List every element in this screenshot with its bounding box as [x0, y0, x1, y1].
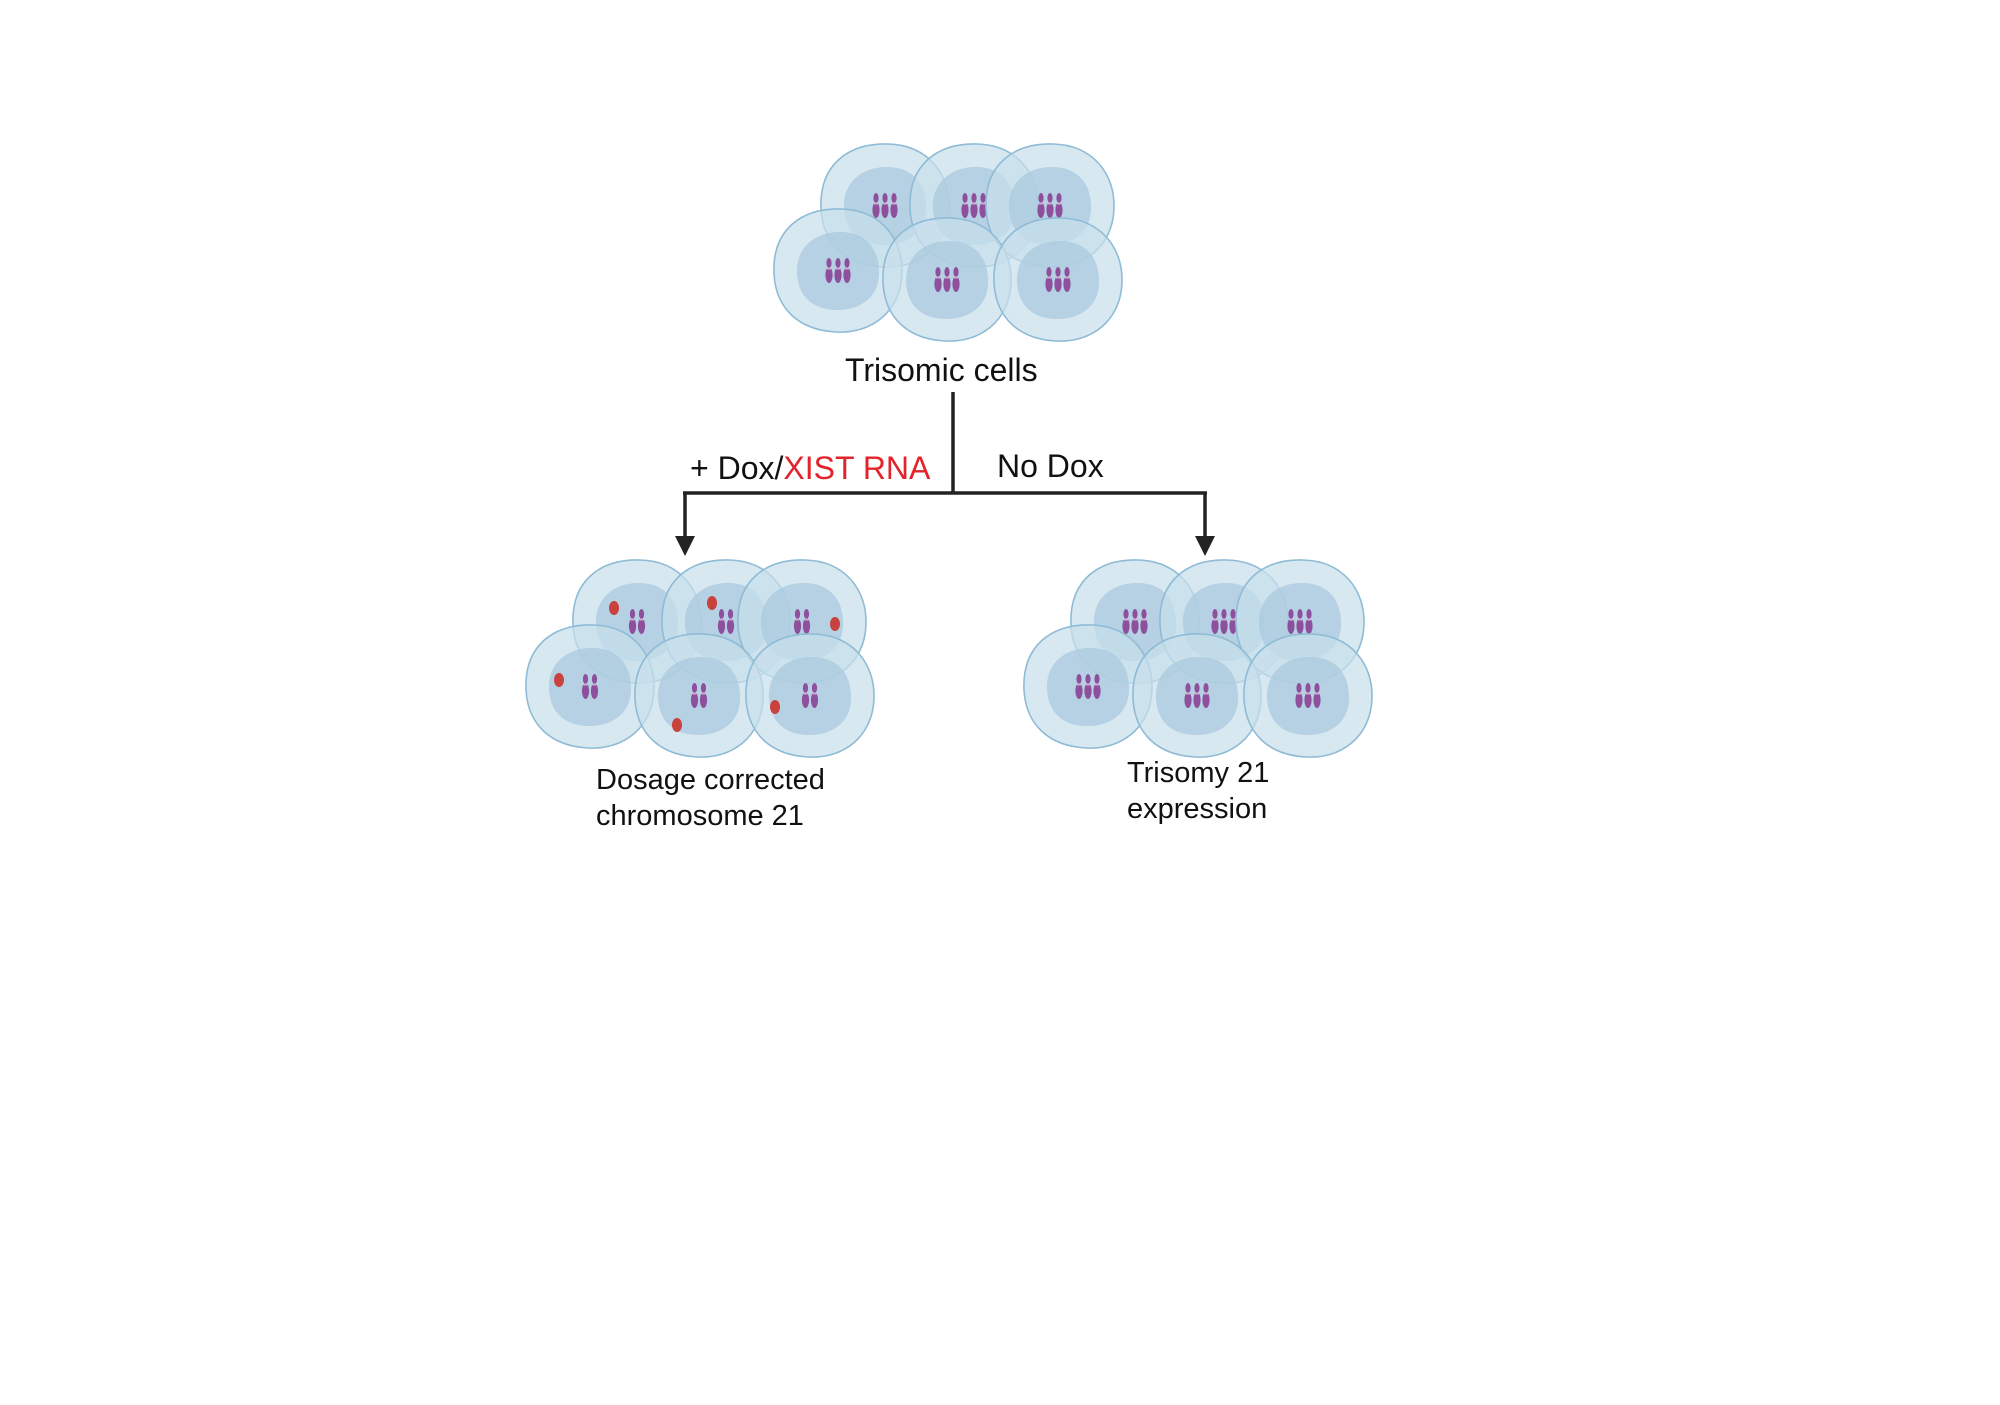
- trisomy-expression-line2: expression: [1127, 793, 1268, 826]
- dosage-corrected-line2: chromosome 21: [596, 800, 804, 833]
- cell-icon: [882, 217, 1012, 342]
- dosage-corrected-cell-cluster: [525, 559, 875, 758]
- chromosome-icon: [581, 674, 590, 699]
- chromosome-icon: [1131, 609, 1139, 634]
- dosage-corrected-line1: Dosage corrected: [596, 764, 825, 796]
- chromosome-icon: [943, 267, 951, 292]
- chromosome-icon: [1313, 683, 1321, 708]
- xist-rna-dot-icon: [672, 718, 682, 732]
- chromosome-icon: [1202, 683, 1210, 708]
- chromosome-icon: [1287, 609, 1295, 634]
- chromosome-icon: [1084, 674, 1092, 699]
- chromosome-icon: [1037, 193, 1045, 218]
- xist-rna-dot-icon: [609, 601, 619, 615]
- trisomy-expression-label: Trisomy 21 expression: [1127, 755, 1269, 828]
- no-dox-label: No Dox: [997, 448, 1104, 484]
- chromosome-icon: [590, 674, 599, 699]
- right-arrowhead-icon: [1195, 536, 1215, 556]
- chromosome-icon: [1046, 193, 1054, 218]
- chromosome-icon: [1063, 267, 1071, 292]
- chromosome-icon: [825, 258, 833, 283]
- chromosome-icon: [1184, 683, 1192, 708]
- trisomic-cells-label: Trisomic cells: [845, 352, 1038, 388]
- chromosome-icon: [1220, 609, 1228, 634]
- chromosome-icon: [810, 683, 819, 708]
- chromosome-icon: [1055, 193, 1063, 218]
- chromosome-icon: [952, 267, 960, 292]
- chromosome-icon: [961, 193, 969, 218]
- chromosome-icon: [690, 683, 699, 708]
- chromosome-icon: [628, 609, 637, 634]
- trisomic-cell-cluster: [773, 143, 1123, 342]
- chromosome-icon: [1296, 609, 1304, 634]
- dox-prefix-text: + Dox/: [690, 450, 784, 486]
- chromosome-icon: [793, 609, 802, 634]
- chromosome-icon: [1045, 267, 1053, 292]
- cell-icon: [1243, 633, 1373, 758]
- chromosome-icon: [970, 193, 978, 218]
- dosage-corrected-label: Dosage corrected chromosome 21: [596, 762, 825, 835]
- xist-rna-dot-icon: [554, 673, 564, 687]
- chromosome-icon: [1211, 609, 1219, 634]
- branch-arrows: [675, 392, 1215, 556]
- chromosome-icon: [1054, 267, 1062, 292]
- left-arrowhead-icon: [675, 536, 695, 556]
- chromosome-icon: [801, 683, 810, 708]
- cell-icon: [993, 217, 1123, 342]
- chromosome-icon: [1305, 609, 1313, 634]
- xist-rna-text: XIST RNA: [783, 450, 931, 486]
- chromosome-icon: [834, 258, 842, 283]
- chromosome-icon: [802, 609, 811, 634]
- xist-rna-dot-icon: [830, 617, 840, 631]
- cell-icon: [745, 633, 875, 758]
- cell-icon: [1132, 633, 1262, 758]
- chromosome-icon: [890, 193, 898, 218]
- cell-icon: [773, 208, 903, 333]
- dox-xist-label: + Dox/XIST RNA: [690, 448, 930, 488]
- chromosome-icon: [843, 258, 851, 283]
- chromosome-icon: [726, 609, 735, 634]
- chromosome-icon: [979, 193, 987, 218]
- xist-rna-dot-icon: [707, 596, 717, 610]
- trisomy-cell-cluster: [1023, 559, 1373, 758]
- chromosome-icon: [881, 193, 889, 218]
- cell-icon: [525, 624, 655, 749]
- chromosome-icon: [1122, 609, 1130, 634]
- chromosome-icon: [1093, 674, 1101, 699]
- chromosome-icon: [1075, 674, 1083, 699]
- trisomy-expression-line1: Trisomy 21: [1127, 757, 1270, 789]
- chromosome-icon: [872, 193, 880, 218]
- cell-icon: [634, 633, 764, 758]
- chromosome-icon: [699, 683, 708, 708]
- chromosome-icon: [1140, 609, 1148, 634]
- chromosome-icon: [1295, 683, 1303, 708]
- chromosome-icon: [1304, 683, 1312, 708]
- chromosome-icon: [637, 609, 646, 634]
- chromosome-icon: [1193, 683, 1201, 708]
- xist-rna-dot-icon: [770, 700, 780, 714]
- chromosome-icon: [1229, 609, 1237, 634]
- chromosome-icon: [934, 267, 942, 292]
- chromosome-icon: [717, 609, 726, 634]
